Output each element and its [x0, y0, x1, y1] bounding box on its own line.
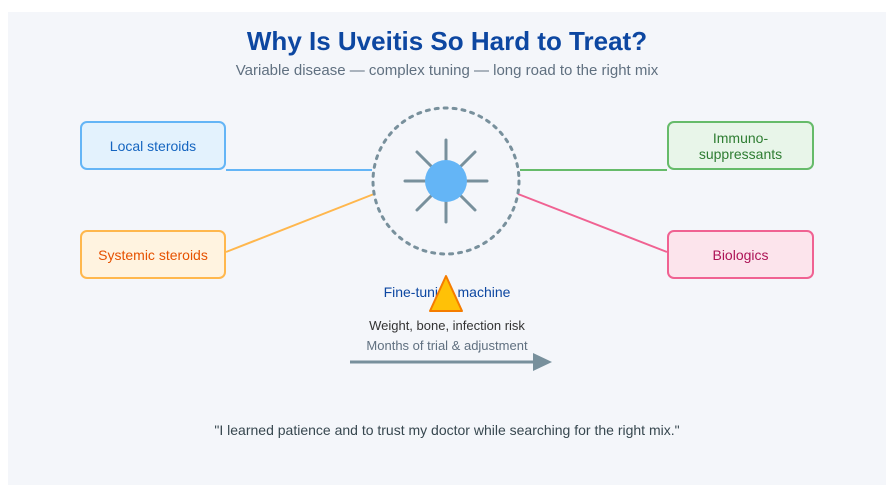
patient-quote: "I learned patience and to trust my doct… [214, 422, 680, 438]
connector-systemic [225, 193, 375, 253]
arrow-right-icon [350, 353, 552, 371]
biologics-box: Biologics [667, 230, 814, 279]
immunosuppressants-box: Immuno-suppressants [667, 121, 814, 170]
page-title: Why Is Uveitis So Hard to Treat? [246, 26, 648, 56]
dial-ring [371, 106, 521, 256]
biologics-label: Biologics [712, 246, 769, 263]
machine-label: Fine-tuning machine [383, 284, 511, 300]
local-steroids-box: Local steroids [80, 121, 226, 170]
connector-biologics [517, 193, 668, 253]
systemic-steroids-box: Systemic steroids [80, 230, 226, 279]
immunosuppressants-label: Immuno-suppressants [698, 129, 783, 162]
sun-core [425, 160, 467, 202]
timeline-label: Months of trial & adjustment [366, 338, 528, 353]
local-steroids-label: Local steroids [109, 137, 197, 154]
risk-label: Weight, bone, infection risk [369, 318, 525, 333]
sun-icon [403, 138, 489, 224]
systemic-steroids-label: Systemic steroids [98, 246, 208, 263]
page-subtitle: Variable disease — complex tuning — long… [235, 62, 659, 79]
